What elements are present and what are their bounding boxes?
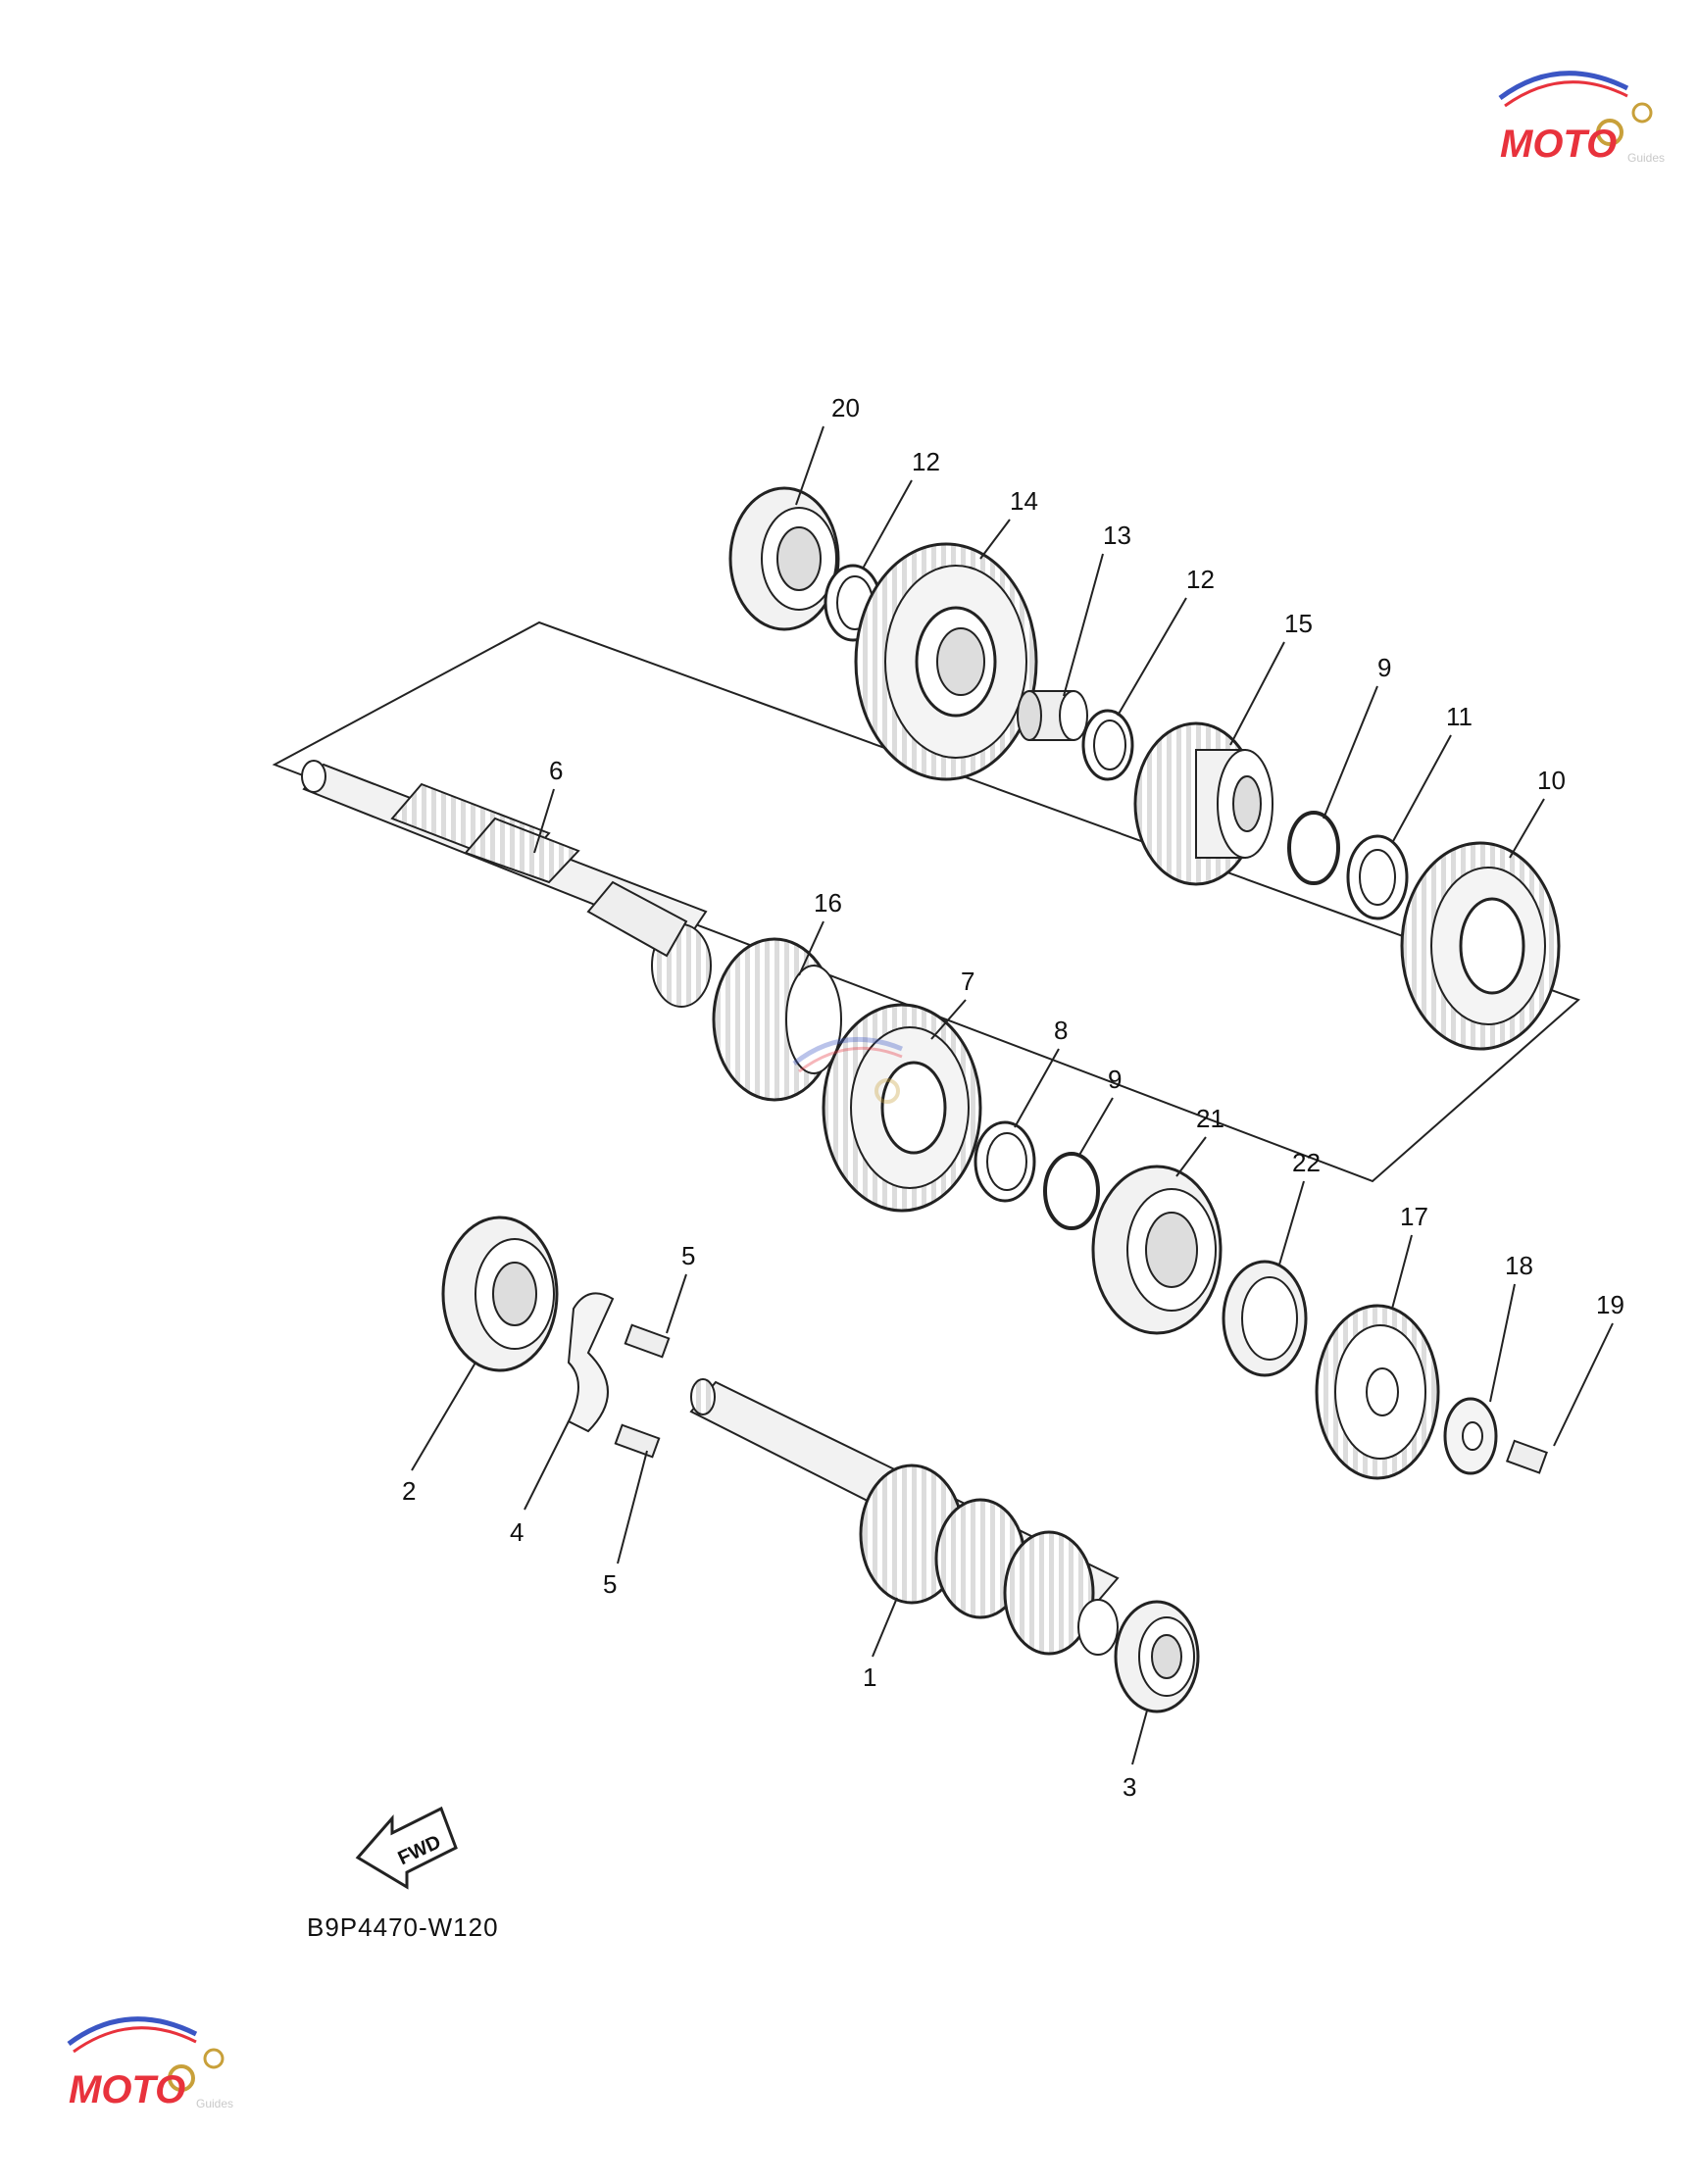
callout-4: 4 [510, 1517, 524, 1547]
callout-10: 10 [1537, 766, 1566, 795]
callout-7: 7 [961, 967, 974, 996]
callout-5-a: 5 [681, 1241, 695, 1270]
watermark-logo-center [792, 1036, 903, 1104]
callout-9-b: 9 [1108, 1065, 1122, 1094]
callout-8: 8 [1054, 1016, 1068, 1045]
part-2-bearing [441, 1216, 559, 1372]
part-21-lock-plate [1443, 1397, 1498, 1475]
part-5-screw-b [614, 1423, 661, 1459]
part-11-lock-washer [1346, 834, 1409, 920]
part-9-circlip-a [1287, 811, 1340, 885]
part-14-gear [854, 542, 1038, 781]
part-7-gear [822, 1003, 982, 1213]
part-13-bushing [1017, 690, 1088, 741]
fwd-direction-arrow: FWD [355, 1806, 458, 1890]
callout-leaders [411, 425, 1614, 1765]
callout-20: 17 [1400, 1202, 1428, 1231]
watermark-logo-top-right: MOTO Guides [1498, 71, 1665, 166]
part-12-washer-b [1081, 709, 1134, 781]
part-15-gear [1133, 721, 1274, 886]
callout-1: 1 [863, 1663, 876, 1692]
callout-12-b: 12 [1186, 565, 1215, 594]
part-19-oil-seal [1222, 1260, 1308, 1377]
callout-5-b: 5 [603, 1569, 617, 1599]
watermark-text-bottom: MOTO [69, 2068, 185, 2111]
callout-2: 2 [402, 1476, 416, 1506]
watermark-logo-bottom-left: MOTO Guides [67, 2016, 233, 2111]
callout-21: 18 [1505, 1251, 1533, 1280]
callout-22: 19 [1596, 1290, 1624, 1319]
part-5-screw-a [624, 1323, 671, 1359]
part-3-bearing [1114, 1600, 1200, 1713]
watermark-text: MOTO [1500, 123, 1617, 166]
callout-12-a: 12 [912, 447, 940, 476]
callout-labels: 20 12 14 13 12 15 9 11 10 6 16 7 8 9 21 … [402, 393, 1624, 1802]
callout-18: 21 [1196, 1104, 1224, 1133]
callout-6: 6 [549, 756, 563, 785]
callout-16: 16 [814, 888, 842, 918]
part-22-bolt [1505, 1439, 1548, 1474]
callout-15: 15 [1284, 609, 1313, 638]
part-6-main-axle [301, 760, 712, 1008]
part-4-bearing-stopper [567, 1292, 615, 1433]
part-1-drive-axle [689, 1378, 1120, 1656]
part-16-gear [712, 937, 842, 1102]
part-20-sprocket [1315, 1304, 1440, 1480]
callout-14: 14 [1010, 486, 1038, 516]
part-18-bearing [1091, 1165, 1223, 1335]
part-8-washer [974, 1120, 1036, 1203]
callout-3: 3 [1123, 1772, 1136, 1802]
callout-11: 11 [1446, 702, 1473, 731]
shaft-group-outline [272, 620, 1580, 1183]
watermark-subtext-bottom: Guides [196, 2097, 233, 2110]
part-17-bearing [728, 486, 840, 631]
drawing-code: B9P4470-W120 [307, 1912, 499, 1942]
part-9-circlip-b [1043, 1152, 1100, 1230]
watermark-subtext: Guides [1627, 151, 1665, 165]
callout-9-a: 9 [1377, 653, 1391, 682]
part-10-gear [1400, 841, 1561, 1051]
callout-17: 20 [831, 393, 860, 422]
callout-19: 22 [1292, 1148, 1321, 1177]
callout-13: 13 [1103, 521, 1131, 550]
